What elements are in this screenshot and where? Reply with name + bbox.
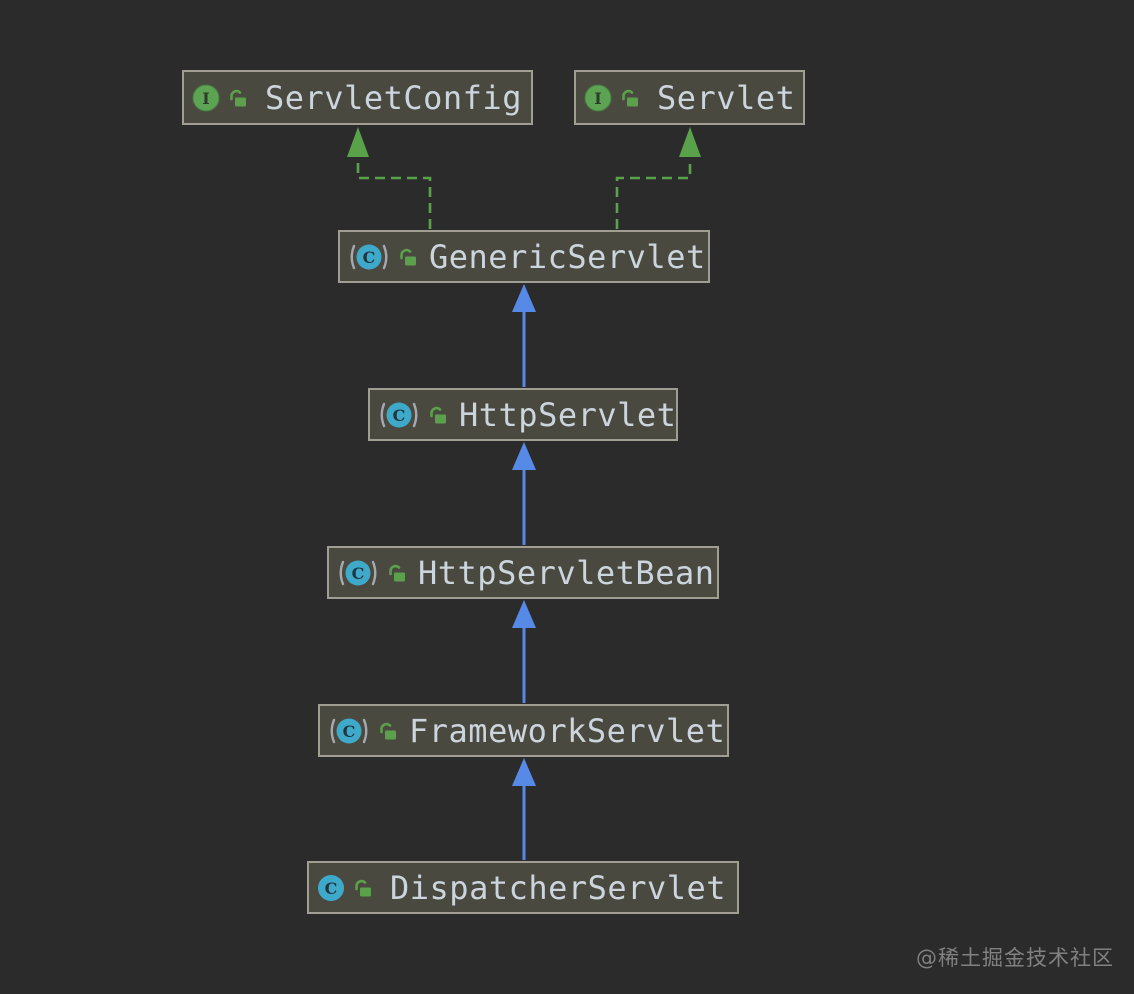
implements-edge-genericservlet-to-servletconfig (347, 127, 432, 229)
abstract-class-icon: C (350, 244, 388, 269)
extends-edge-httpservlet-to-genericservlet (512, 284, 536, 387)
svg-text:C: C (393, 406, 406, 425)
svg-text:I: I (202, 89, 209, 108)
extends-edge-frameworkservlet-to-httpservletbean (512, 600, 536, 703)
svg-text:C: C (352, 564, 365, 583)
class-node-httpservletbean[interactable]: C HttpServletBean (327, 546, 719, 599)
abstract-class-icon: C (380, 402, 418, 427)
class-name-label: HttpServletBean (418, 553, 715, 592)
class-icon: C (318, 874, 344, 901)
interface-icon: I (584, 84, 612, 111)
svg-text:C: C (325, 879, 338, 898)
class-name-label: Servlet (657, 78, 796, 117)
class-node-httpservlet[interactable]: C HttpServlet (368, 388, 678, 441)
implements-edge-genericservlet-to-servlet (615, 127, 701, 229)
implements-arrowhead-servletconfig (347, 127, 369, 157)
public-lock-icon (230, 89, 246, 106)
extends-arrowhead-httpservletbean (512, 600, 536, 628)
public-lock-icon (355, 879, 371, 896)
implements-arrowhead-servlet (679, 127, 701, 157)
svg-text:C: C (363, 248, 376, 267)
svg-text:C: C (343, 722, 356, 741)
public-lock-icon (622, 89, 638, 106)
class-node-servletconfig[interactable]: I ServletConfig (182, 70, 533, 125)
class-name-label: HttpServlet (459, 395, 677, 434)
extends-edge-httpservletbean-to-httpservlet (512, 442, 536, 545)
class-node-genericservlet[interactable]: C GenericServlet (338, 230, 710, 283)
svg-text:I: I (594, 89, 601, 108)
class-name-label: GenericServlet (429, 237, 706, 276)
interface-icon: I (192, 84, 220, 111)
class-node-dispatcherservlet[interactable]: C DispatcherServlet (307, 861, 739, 914)
class-name-label: FrameworkServlet (409, 711, 726, 750)
class-node-servlet[interactable]: I Servlet (574, 70, 805, 125)
public-lock-icon (380, 722, 396, 739)
extends-edge-dispatcherservlet-to-frameworkservlet (512, 758, 536, 860)
public-lock-icon (400, 248, 416, 265)
extends-arrowhead-genericservlet (512, 284, 536, 312)
class-node-frameworkservlet[interactable]: C FrameworkServlet (318, 704, 729, 757)
class-name-label: DispatcherServlet (390, 868, 727, 907)
extends-arrowhead-frameworkservlet (512, 758, 536, 786)
abstract-class-icon: C (330, 718, 368, 743)
abstract-class-icon: C (339, 560, 377, 585)
extends-arrowhead-httpservlet (512, 442, 536, 470)
watermark: @稀土掘金技术社区 (916, 946, 1114, 970)
class-name-label: ServletConfig (265, 78, 522, 117)
public-lock-icon (389, 564, 405, 581)
public-lock-icon (430, 406, 446, 423)
